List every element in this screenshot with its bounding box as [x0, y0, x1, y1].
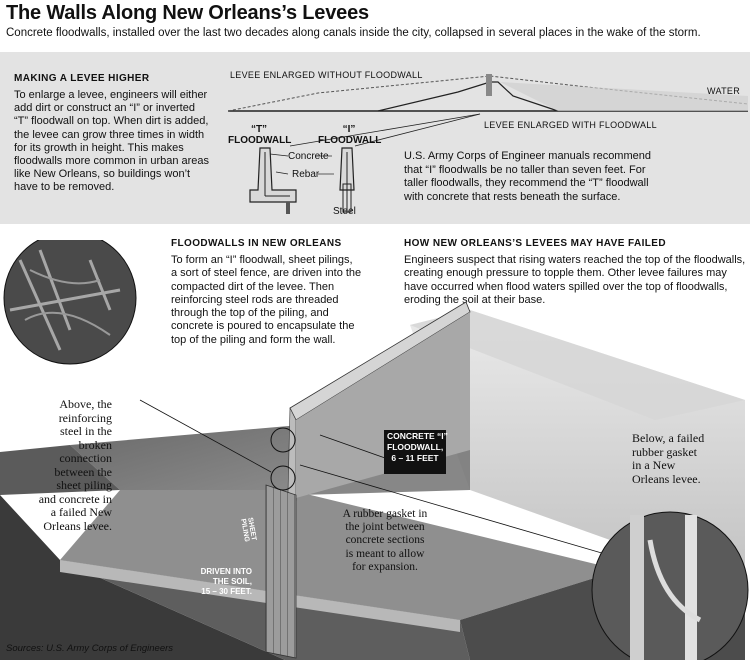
label-with-floodwall: LEVEE ENLARGED WITH FLOODWALL [484, 120, 657, 130]
gasket-note: A rubber gasket in the joint between con… [342, 508, 428, 573]
label-water: WATER [707, 86, 740, 96]
raising-body: To enlarge a levee, engineers will eithe… [14, 89, 210, 194]
corps-note: U.S. Army Corps of Engineer manuals reco… [404, 150, 651, 203]
t-floodwall-label: “T” FLOODWALL [228, 124, 292, 146]
floodwalls-body: To form an “I” floodwall, sheet pilings,… [171, 254, 362, 346]
above-photo-caption: Above, the reinforcing steel in the brok… [38, 397, 112, 533]
i-floodwall-icon [339, 147, 355, 213]
failure-heading: HOW NEW ORLEANS’S LEVEES MAY HAVE FAILED [404, 238, 666, 249]
levee-raising-panel [0, 52, 750, 224]
floodwalls-heading: FLOODWALLS IN NEW ORLEANS [171, 238, 342, 249]
page-subtitle: Concrete floodwalls, installed over the … [6, 27, 701, 39]
label-rebar: Rebar [292, 169, 320, 180]
label-without-floodwall: LEVEE ENLARGED WITHOUT FLOODWALL [230, 70, 423, 80]
label-concrete: Concrete [288, 151, 329, 162]
below-photo-caption: Below, a failed rubber gasket in a New O… [632, 431, 705, 486]
driven-depth-label: DRIVEN INTO THE SOIL, 15 – 30 FEET. [200, 567, 252, 596]
callout-lines [289, 113, 481, 147]
concrete-wall-callout [384, 430, 446, 474]
concrete-wall-callout-text: CONCRETE “I” FLOODWALL, 6 – 11 FEET [387, 431, 448, 463]
levee-cutaway-illustration [0, 240, 749, 660]
failure-body: Engineers suspect that rising waters rea… [404, 254, 746, 306]
floodwall-part-leaders [269, 153, 334, 175]
levee-profile-diagram [228, 74, 748, 112]
t-floodwall-icon [249, 147, 297, 214]
page-title: The Walls Along New Orleans’s Levees [6, 2, 369, 24]
i-floodwall-label: “I” FLOODWALL [318, 124, 382, 146]
label-steel: Steel [333, 206, 356, 217]
raising-heading: MAKING A LEVEE HIGHER [14, 73, 150, 84]
source-credit: Sources: U.S. Army Corps of Engineers [6, 643, 174, 654]
